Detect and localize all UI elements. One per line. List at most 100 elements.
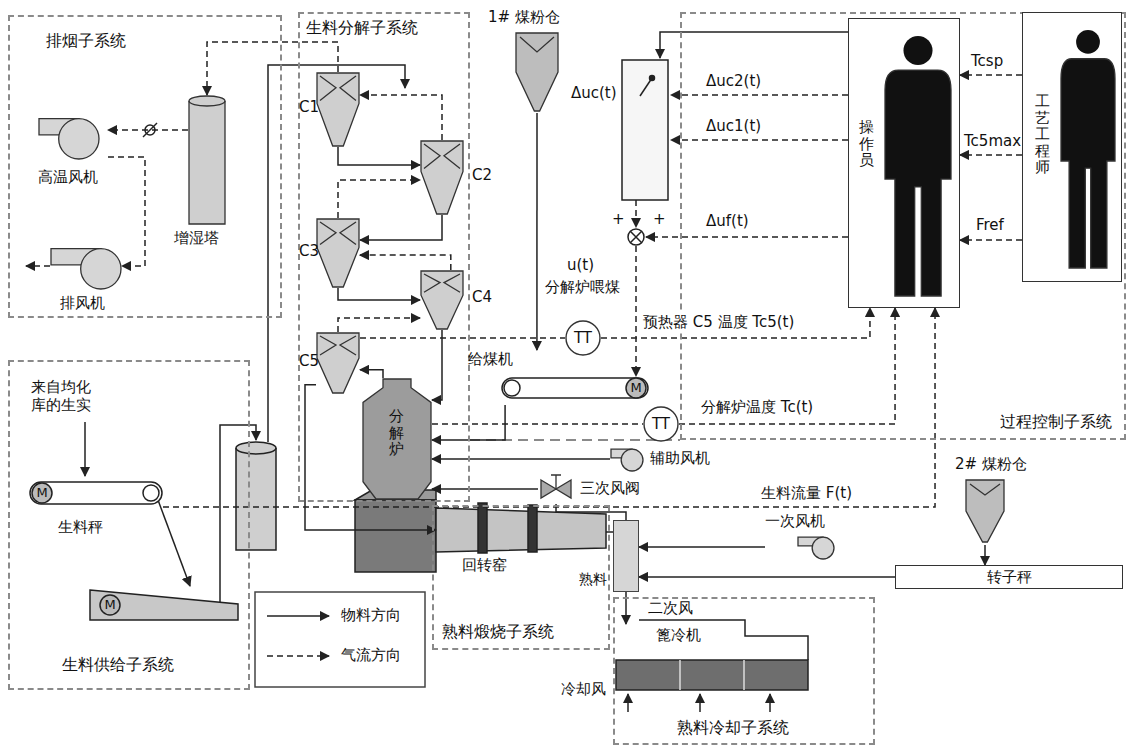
node-label: TT xyxy=(574,329,592,347)
node-label: 篦冷机 xyxy=(656,626,701,644)
drawing-stroke xyxy=(622,60,668,200)
fan-shape xyxy=(38,112,100,160)
material-flow-line xyxy=(432,458,610,460)
gas-flow-line xyxy=(163,308,935,507)
drawing-stroke xyxy=(671,94,848,96)
signal-label: Tcsp xyxy=(970,52,1004,70)
drawing-stroke xyxy=(84,422,86,476)
drawing-stroke xyxy=(699,694,701,712)
material-flow-line xyxy=(338,288,420,300)
drawing-stroke xyxy=(528,505,537,552)
node-label: 三次风阀 xyxy=(580,479,640,497)
signal-label: 分解炉温度 Tc(t) xyxy=(700,398,814,416)
shape-outline xyxy=(320,222,356,244)
fan-wheel xyxy=(81,249,121,289)
cyclone-shape xyxy=(420,140,464,215)
shape-outline xyxy=(189,96,225,224)
cyclone: C1 xyxy=(316,72,360,147)
node-label: 操作员 xyxy=(859,119,874,169)
shape-outline xyxy=(520,37,554,52)
calciner: 分解炉 xyxy=(362,378,432,500)
annotation-label: + xyxy=(611,210,626,228)
drawing-stroke xyxy=(220,425,256,602)
material-flow-line xyxy=(432,488,538,490)
node-label: 增湿塔 xyxy=(174,229,219,247)
transmitter-circle xyxy=(644,407,678,441)
drawing-stroke xyxy=(502,378,648,398)
drawing-stroke xyxy=(627,694,629,712)
temperature-transmitter: TT xyxy=(643,406,679,442)
legend-sample xyxy=(265,644,335,668)
gas-flow-line xyxy=(960,239,1022,241)
shape-outline xyxy=(421,141,463,214)
gas-flow-line xyxy=(432,423,643,425)
node-label: 高温风机 xyxy=(38,168,98,186)
node-label: 工艺工程师 xyxy=(1035,93,1050,176)
operator-box-shape xyxy=(885,35,951,297)
node-label: C5 xyxy=(299,352,319,370)
subsystem-region: 排烟子系统高温风机增湿塔排风机 xyxy=(8,15,282,318)
material-flow-line xyxy=(360,370,383,378)
subsystem-heading: 熟料煅烧子系统 xyxy=(442,622,554,641)
grate-cooler: 篦冷机 xyxy=(616,624,808,692)
signal-label: Tc5max xyxy=(963,132,1022,150)
legend-sample xyxy=(265,604,335,628)
annotation-label: 二次风 xyxy=(647,599,694,617)
raw-meal-scale: 生料秤 xyxy=(28,478,163,540)
drawing-stroke xyxy=(100,595,120,615)
motor-letter: M xyxy=(629,380,642,396)
cyclone-shape xyxy=(316,332,360,394)
drawing-stroke xyxy=(32,483,52,503)
material-flow-line xyxy=(536,113,538,350)
material-flow-line xyxy=(639,576,895,578)
node-label: C4 xyxy=(472,288,492,306)
drawing-stroke xyxy=(143,485,159,501)
cyclone: C4 xyxy=(420,270,464,330)
valve-shape xyxy=(540,479,572,499)
legend-line xyxy=(267,655,329,657)
node-label: C1 xyxy=(299,98,319,116)
drawing-stroke xyxy=(639,620,808,660)
engineer-box-shape xyxy=(1061,29,1115,269)
fan-wheel xyxy=(59,119,99,159)
shape-outline xyxy=(363,379,431,499)
shape-outline xyxy=(424,274,460,292)
node-label: 回转窑 xyxy=(462,556,507,574)
material-flow-line xyxy=(338,147,420,165)
drawing-stroke xyxy=(626,378,646,398)
drawing-stroke xyxy=(630,231,641,242)
shape-outline xyxy=(970,484,1000,495)
drawing-stroke xyxy=(236,442,276,550)
node-label: 1# 煤粉仓 xyxy=(488,8,560,26)
fan-shape xyxy=(50,242,122,290)
signal-label: 生料流量 F(t) xyxy=(760,484,853,502)
gas-flow-line xyxy=(108,129,188,131)
drawing-stroke xyxy=(478,503,487,553)
fan-shape xyxy=(797,534,835,560)
annotation-label: 分解炉喂煤 xyxy=(544,278,621,296)
fan-shape xyxy=(610,446,644,472)
drawing-stroke xyxy=(504,380,520,396)
signal-label: Fref xyxy=(975,216,1005,234)
coal-bin-shape xyxy=(515,32,559,112)
annotation-label: Δuc1(t) xyxy=(705,117,762,135)
node-label: C3 xyxy=(299,242,319,260)
subsystem-heading: 排烟子系统 xyxy=(46,31,126,50)
shape-outline xyxy=(424,144,460,169)
drawing-stroke xyxy=(635,246,637,376)
person-head xyxy=(903,36,932,65)
gas-flow-line xyxy=(108,157,145,266)
signal-label: 预热器 C5 温度 Tc5(t) xyxy=(642,313,795,331)
drawing-stroke xyxy=(90,590,238,620)
coal-feeder: 给煤机 xyxy=(468,350,648,405)
drawing-stroke xyxy=(255,592,425,687)
shape-outline xyxy=(516,33,558,111)
annotation-label: Δuc(t) xyxy=(570,84,618,102)
shape-outline xyxy=(317,333,359,393)
cyclone-shape xyxy=(316,72,360,147)
operator-box: 操作员 xyxy=(848,18,960,308)
coal-bin-shape xyxy=(965,479,1005,543)
legend-entry: 物料方向 xyxy=(265,604,415,628)
shape-outline xyxy=(1061,59,1115,268)
